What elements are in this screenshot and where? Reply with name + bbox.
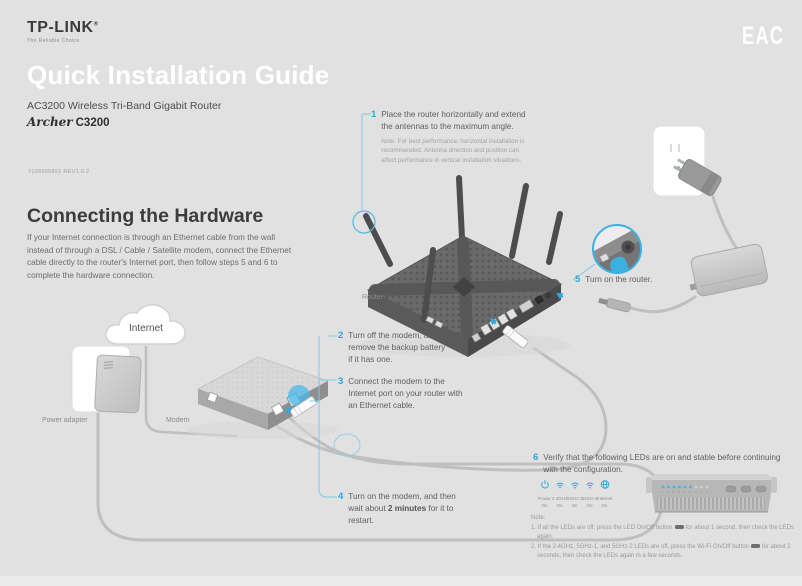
front-leds [661, 485, 709, 489]
modem-illustration [186, 356, 338, 439]
led-2-4ghz: 2.4GHz On [552, 477, 567, 508]
wifi-icon [585, 482, 594, 489]
step-5-number: 5 [575, 274, 581, 285]
led-5ghz-2: 5GHz-2 On [582, 477, 598, 508]
ethernet-plug-to-router [502, 325, 529, 349]
wifi-icon [570, 482, 579, 489]
router-power-cable [629, 295, 697, 314]
led-status-panel: Power On 2.4GHz On 5GHz-1 On [537, 477, 612, 508]
step-1: 1 Place the router horizontally and exte… [371, 109, 536, 166]
step-1-number: 1 [371, 109, 377, 120]
power-adapter-label: Power adapter [42, 417, 88, 424]
power-button-magnifier [592, 224, 642, 274]
product-subtitle: AC3200 Wireless Tri-Band Gigabit Router [27, 100, 222, 112]
step-6-text: Verify that the following LEDs are on an… [543, 453, 781, 474]
footnote-line-1: 1. If all the LEDs are off, press the LE… [531, 524, 794, 541]
led-internet: Internet On [597, 477, 612, 508]
footnote-title: Note: [531, 515, 546, 521]
brand-block: TP-LINK® The Reliable Choice [27, 19, 99, 45]
wifi-onoff-button-icon [750, 543, 760, 549]
step-6-number: 6 [533, 452, 539, 463]
led-power: Power On [537, 477, 552, 508]
section-intro: If your Internet connection is through a… [27, 233, 292, 281]
internet-cloud [105, 304, 186, 345]
model-number: C3200 [75, 117, 110, 129]
connect-arrow-power [556, 293, 564, 300]
globe-icon [600, 480, 609, 489]
step-3-number: 3 [338, 376, 344, 387]
step-2-text: Turn off the modem, and remove the backu… [348, 331, 446, 364]
power-plug [673, 158, 722, 197]
tp-link-logo: TP-LINK® [27, 19, 99, 36]
registered-mark: ® [93, 21, 99, 28]
router-label: Router [362, 294, 384, 301]
brand-tagline: The Reliable Choice [27, 38, 80, 44]
step-6: 6 Verify that the following LEDs are on … [533, 452, 788, 476]
led-5ghz-1: 5GHz-1 On [567, 477, 583, 508]
step-4-number: 4 [338, 491, 344, 502]
page-title: Quick Installation Guide [27, 60, 330, 90]
connect-arrow-modem [284, 407, 292, 415]
ethernet-connector [289, 396, 317, 418]
eac-certification-logo: EAC [742, 22, 785, 50]
power-adapter-left [71, 345, 142, 414]
step-1-text: Place the router horizontally and extend… [381, 110, 526, 131]
step-3-text: Connect the modem to the Internet port o… [348, 377, 463, 410]
callout-leader-lines [310, 113, 596, 498]
internet-cloud-label: Internet [129, 323, 163, 334]
router-front-view [646, 474, 777, 513]
step-2-number: 2 [338, 330, 344, 341]
router-side-buttons [425, 315, 444, 329]
wifi-icon [555, 482, 564, 489]
step-5: 5 Turn on the router. [575, 274, 695, 286]
model-name-script: Archer [27, 115, 73, 129]
power-icon [540, 480, 549, 489]
document-number: 7106505851 REV1.0.2 [28, 169, 90, 175]
section-heading: Connecting the Hardware [27, 205, 264, 227]
footnote: Note: 1. If all the LEDs are off, press … [531, 514, 797, 562]
connect-arrow-ethernet [490, 318, 498, 326]
step-5-text: Turn on the router. [585, 275, 653, 284]
step-3: 3 Connect the modem to the Internet port… [338, 376, 468, 412]
page-bottom-strip [0, 576, 802, 586]
led-onoff-button-icon [674, 524, 684, 530]
modem-label: Modem [166, 417, 190, 424]
internet-cable [144, 345, 238, 438]
step-1-note: Note: For best performance, horizontal i… [381, 137, 525, 164]
step-2: 2 Turn off the modem, and remove the bac… [338, 330, 450, 366]
power-barrel-plug [598, 297, 631, 313]
footnote-line-2: 2. If the 2.4GHz, 5GHz-1, and 5GHz-2 LED… [531, 543, 791, 560]
router-rear-ports [470, 292, 552, 343]
power-brick [689, 243, 768, 297]
step-4: 4 Turn on the modem, and then wait about… [338, 491, 460, 527]
step-4-text: Turn on the modem, and then wait about 2… [348, 492, 456, 525]
